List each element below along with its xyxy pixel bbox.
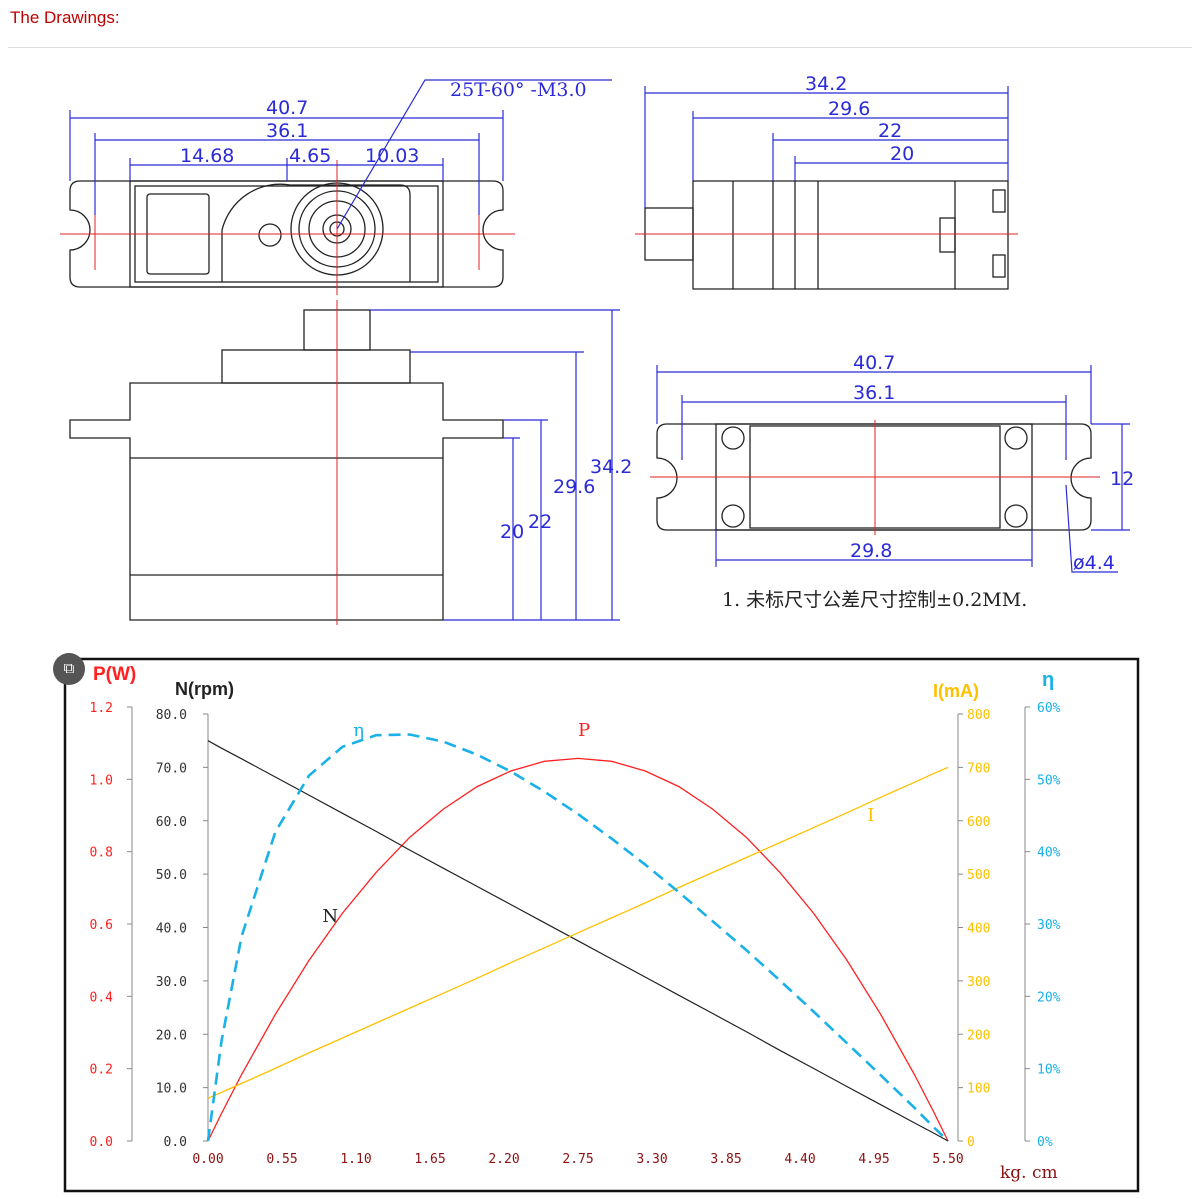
tick-label-eta: 10% [1037, 1063, 1061, 1078]
x-tick-label: 1.65 [414, 1152, 445, 1167]
dim-front-4: 20 [500, 521, 524, 543]
tick-label-P: 1.2 [90, 701, 113, 716]
tick-label-eta: 40% [1037, 846, 1061, 861]
tick-label-I: 400 [967, 922, 990, 937]
x-tick-label: 3.30 [636, 1152, 667, 1167]
dim-bottom-body: 29.8 [850, 540, 892, 562]
tick-label-N: 30.0 [156, 975, 187, 990]
tick-label-eta: 20% [1037, 990, 1061, 1005]
x-tick-label: 1.10 [340, 1152, 371, 1167]
dim-bottom-width: 12 [1110, 468, 1134, 490]
top-view: 40.7 36.1 14.68 4.65 10.03 25T-60° -M3.0 [60, 79, 612, 295]
tick-label-I: 100 [967, 1082, 990, 1097]
tick-label-I: 700 [967, 761, 990, 776]
tick-label-N: 40.0 [156, 922, 187, 937]
series-label-N: N [322, 906, 338, 927]
tick-label-P: 0.4 [90, 990, 114, 1005]
dim-side-4: 20 [890, 143, 914, 165]
dim-front-3: 22 [528, 511, 552, 533]
dim-front-2: 29.6 [553, 476, 595, 498]
tick-label-eta: 60% [1037, 701, 1061, 716]
dim-top-overall: 40.7 [266, 97, 308, 119]
tick-label-P: 0.6 [90, 918, 113, 933]
dim-bottom-overall: 40.7 [853, 352, 895, 374]
tick-label-N: 20.0 [156, 1028, 187, 1043]
section-title: The Drawings: [10, 8, 120, 27]
spline-spec: 25T-60° -M3.0 [450, 79, 587, 101]
tick-label-I: 500 [967, 868, 990, 883]
dim-bottom-holes: 36.1 [853, 382, 895, 404]
x-tick-label: 2.75 [562, 1152, 593, 1167]
tick-label-I: 0 [967, 1135, 975, 1150]
axis-title-n: N(rpm) [175, 679, 234, 699]
tick-label-P: 0.2 [90, 1063, 113, 1078]
dim-bottom-hole-dia: ø4.4 [1073, 552, 1115, 574]
x-tick-label: 4.40 [784, 1152, 815, 1167]
tick-label-I: 600 [967, 815, 990, 830]
tick-label-P: 0.8 [90, 846, 113, 861]
front-view: 34.2 29.6 22 20 [69, 300, 632, 625]
tick-label-I: 200 [967, 1028, 990, 1043]
divider [8, 47, 1192, 48]
dim-top-mid: 4.65 [289, 145, 331, 167]
series-line-I [207, 766, 949, 1099]
axis-title-p: P(W) [93, 664, 136, 685]
x-tick-label: 4.95 [858, 1152, 889, 1167]
x-tick-label: 0.55 [266, 1152, 297, 1167]
axis-title-eta: η [1042, 669, 1054, 691]
dim-top-right: 10.03 [365, 145, 419, 167]
image-search-icon[interactable]: ⧉ [53, 653, 85, 685]
side-view: 34.2 29.6 22 20 [635, 73, 1018, 290]
series-label-P: P [578, 720, 590, 741]
tick-label-I: 800 [967, 708, 990, 723]
tick-label-eta: 0% [1037, 1135, 1053, 1150]
dim-top-left: 14.68 [180, 145, 234, 167]
tick-label-N: 0.0 [164, 1135, 187, 1150]
tick-label-eta: 30% [1037, 918, 1061, 933]
series-label-I: I [867, 805, 874, 826]
tick-label-N: 50.0 [156, 868, 187, 883]
dim-side-3: 22 [878, 120, 902, 142]
dim-side-1: 34.2 [805, 73, 847, 95]
series-line-eta [206, 733, 949, 1142]
tick-label-P: 1.0 [90, 773, 113, 788]
x-tick-label: 3.85 [710, 1152, 741, 1167]
tick-label-eta: 50% [1037, 773, 1061, 788]
tick-label-N: 80.0 [156, 708, 187, 723]
axis-title-i: I(mA) [933, 681, 979, 701]
dim-side-2: 29.6 [828, 98, 870, 120]
dim-front-1: 34.2 [590, 456, 632, 478]
tick-label-N: 70.0 [156, 761, 187, 776]
technical-drawing: 40.7 36.1 14.68 4.65 10.03 25T-60° -M3.0… [60, 73, 1134, 625]
x-tick-label: 2.20 [488, 1152, 519, 1167]
dim-top-holes: 36.1 [266, 120, 308, 142]
x-tick-label: 0.00 [192, 1152, 223, 1167]
tick-label-N: 60.0 [156, 815, 187, 830]
chart-frame [63, 657, 1140, 1193]
series-line-N [207, 740, 949, 1142]
series-label-eta: η [353, 720, 364, 741]
tick-label-P: 0.0 [90, 1135, 113, 1150]
x-tick-label: 5.50 [932, 1152, 963, 1167]
tick-label-I: 300 [967, 975, 990, 990]
series-line-P [207, 757, 949, 1142]
tolerance-note: 1. 未标尺寸公差尺寸控制±0.2MM. [722, 589, 1027, 611]
tick-label-N: 10.0 [156, 1082, 187, 1097]
bottom-view: 40.7 36.1 29.8 12 ø4.4 1. 未标尺寸公差尺寸控制±0.2… [650, 352, 1134, 611]
x-axis-label: kg. cm [1000, 1163, 1058, 1183]
